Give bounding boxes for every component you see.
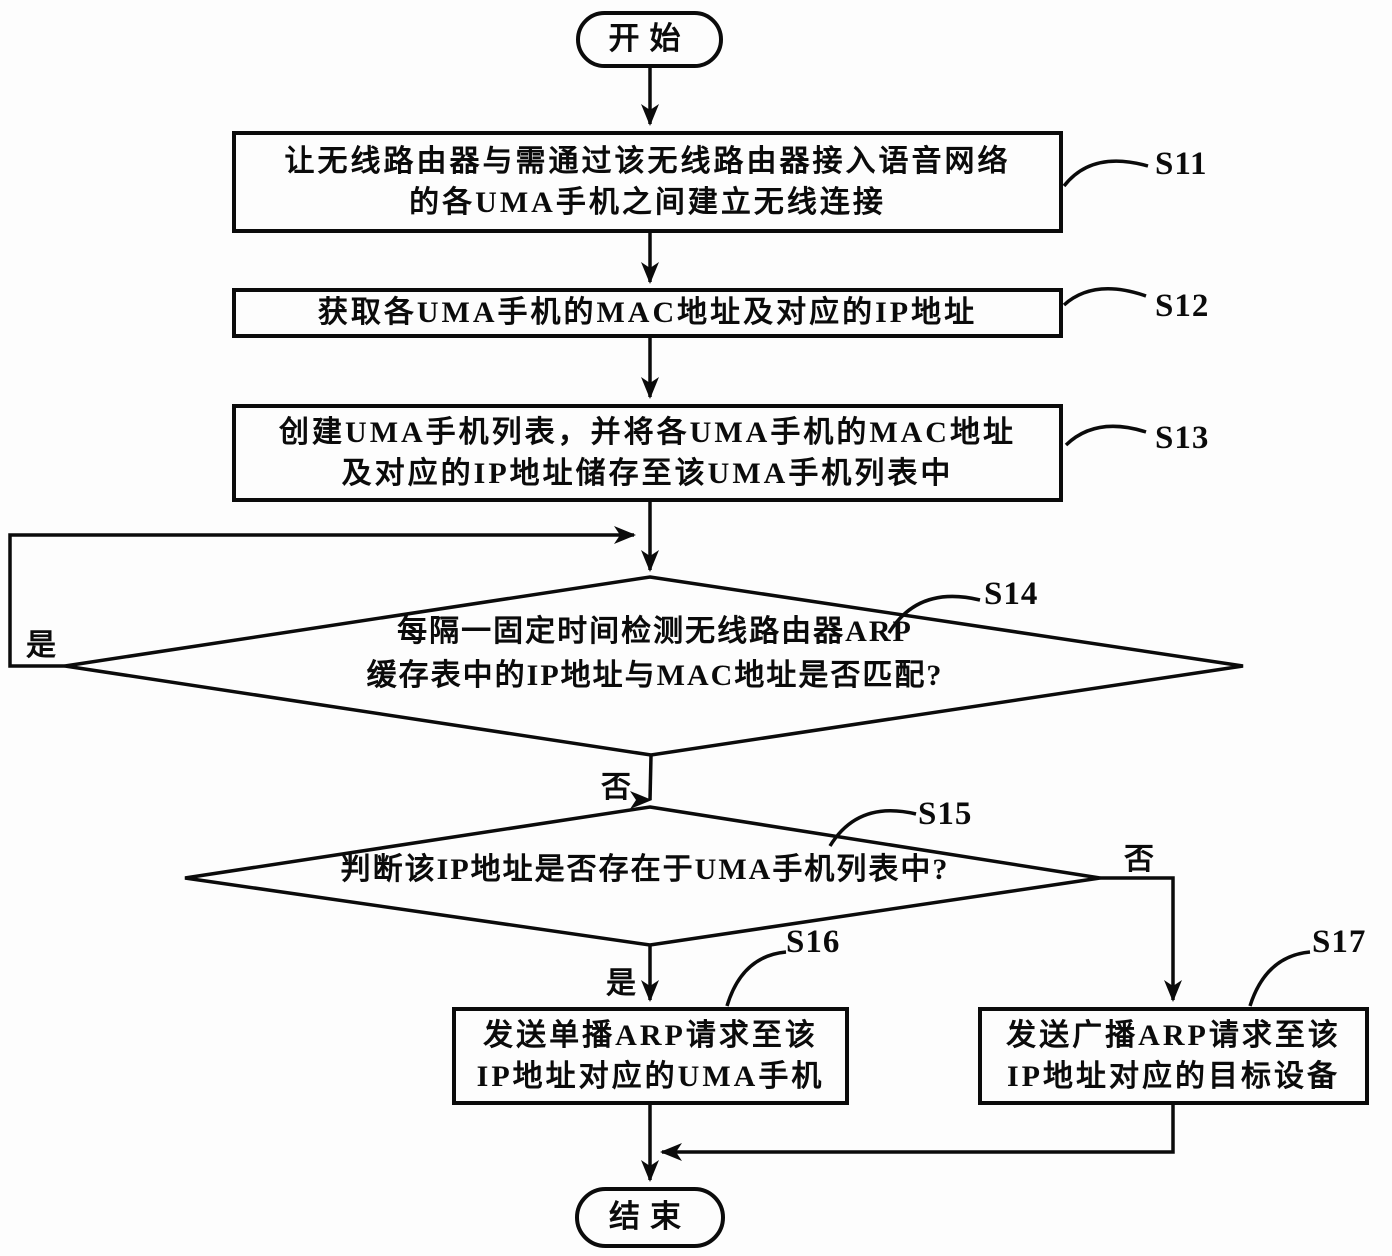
process-box-s16: 发送单播ARP请求至该 IP地址对应的UMA手机 xyxy=(452,1007,849,1105)
start-terminator: 开始 xyxy=(576,11,723,68)
tagline-s12 xyxy=(1062,287,1147,307)
process-box-s11: 让无线路由器与需通过该无线路由器接入语音网络 的各UMA手机之间建立无线连接 xyxy=(232,131,1063,233)
decision-s14-text: 每隔一固定时间检测无线路由器ARP 缓存表中的IP地址与MAC地址是否匹配? xyxy=(155,610,1155,697)
step-label-s13: S13 xyxy=(1155,420,1210,456)
s17-text-line2: IP地址对应的目标设备 xyxy=(1007,1060,1340,1093)
process-box-s13: 创建UMA手机列表，并将各UMA手机的MAC地址 及对应的IP地址储存至该UMA… xyxy=(232,404,1063,502)
step-label-s14: S14 xyxy=(984,576,1039,612)
s16-text-line2: IP地址对应的UMA手机 xyxy=(476,1060,825,1093)
step-label-s15: S15 xyxy=(918,796,973,832)
step-label-s17: S17 xyxy=(1312,924,1367,960)
s11-text-line2: 的各UMA手机之间建立无线连接 xyxy=(409,186,886,219)
step-label-s16: S16 xyxy=(786,924,841,960)
loop-s14-yes-path xyxy=(8,526,636,668)
branch-label-s15-no: 否 xyxy=(1124,843,1154,876)
tagline-s15 xyxy=(828,809,917,847)
arrow-s14-to-s15 xyxy=(641,755,660,802)
process-box-s17: 发送广播ARP请求至该 IP地址对应的目标设备 xyxy=(978,1007,1369,1105)
tagline-s11 xyxy=(1062,159,1149,188)
arrow-s17-merge xyxy=(660,1105,1175,1161)
tagline-s16 xyxy=(725,950,787,1007)
step-label-s11: S11 xyxy=(1155,146,1208,182)
s11-text-line1: 让无线路由器与需通过该无线路由器接入语音网络 xyxy=(284,144,1011,178)
tagline-s14 xyxy=(887,594,981,634)
decision-s15-text: 判断该IP地址是否存在于UMA手机列表中? xyxy=(185,848,1105,892)
start-label: 开始 xyxy=(608,21,691,57)
s13-text-line1: 创建UMA手机列表，并将各UMA手机的MAC地址 xyxy=(279,415,1016,449)
arrow-s15-to-s17 xyxy=(1100,876,1182,1002)
s12-text-line1: 获取各UMA手机的MAC地址及对应的IP地址 xyxy=(317,296,978,330)
branch-label-s14-no: 否 xyxy=(601,771,631,804)
s17-text-line1: 发送广播ARP请求至该 xyxy=(1006,1018,1341,1052)
tagline-s17 xyxy=(1248,950,1311,1007)
s14-text-line2: 缓存表中的IP地址与MAC地址是否匹配? xyxy=(366,658,944,692)
end-terminator: 结束 xyxy=(575,1187,725,1248)
decision-diamond-s15 xyxy=(184,805,1101,947)
step-label-s12: S12 xyxy=(1155,288,1210,324)
process-box-s12: 获取各UMA手机的MAC地址及对应的IP地址 xyxy=(232,288,1063,338)
s14-text-line1: 每隔一固定时间检测无线路由器ARP xyxy=(397,615,913,648)
decision-diamond-s14 xyxy=(64,575,1244,757)
end-label: 结束 xyxy=(609,1199,691,1235)
branch-label-s14-yes: 是 xyxy=(26,629,56,662)
branch-label-s15-yes: 是 xyxy=(606,967,636,1000)
tagline-s13 xyxy=(1064,424,1147,447)
s16-text-line1: 发送单播ARP请求至该 xyxy=(483,1018,818,1052)
s13-text-line2: 及对应的IP地址储存至该UMA手机列表中 xyxy=(341,457,954,490)
s15-text-line1: 判断该IP地址是否存在于UMA手机列表中? xyxy=(340,853,950,886)
